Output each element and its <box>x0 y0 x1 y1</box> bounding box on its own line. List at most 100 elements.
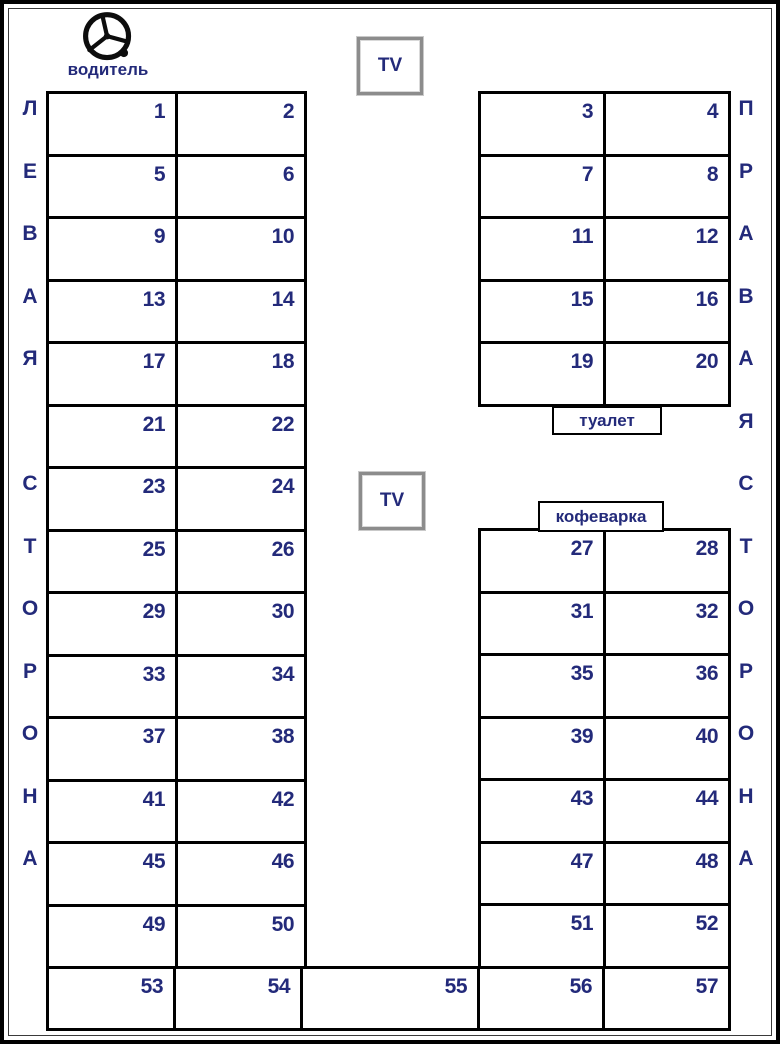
seat-number: 11 <box>571 225 594 248</box>
seat-38[interactable]: 38 <box>178 719 304 779</box>
seat-25[interactable]: 25 <box>49 531 175 591</box>
seat-number: 2 <box>282 100 295 123</box>
seat-number: 32 <box>695 599 719 623</box>
seat-45[interactable]: 45 <box>49 844 175 904</box>
side-letter: О <box>21 722 39 745</box>
seat-number: 57 <box>695 974 719 998</box>
seat-43[interactable]: 43 <box>481 781 603 841</box>
seat-13[interactable]: 13 <box>49 281 175 341</box>
seat-21[interactable]: 21 <box>49 406 175 466</box>
seat-number: 55 <box>444 974 468 998</box>
side-letter: Л <box>22 97 38 120</box>
seat-57[interactable]: 57 <box>605 968 728 1028</box>
side-letter: П <box>738 97 754 120</box>
seat-54[interactable]: 54 <box>176 968 300 1028</box>
side-letter: А <box>22 847 38 870</box>
seat-grid-back: 53 54 55 56 57 <box>46 965 731 1031</box>
seat-number: 51 <box>570 912 594 935</box>
seat-9[interactable]: 9 <box>49 219 175 279</box>
seat-7[interactable]: 7 <box>481 156 603 216</box>
seat-number: 34 <box>271 662 295 686</box>
seat-30[interactable]: 30 <box>178 594 304 654</box>
seat-36[interactable]: 36 <box>606 656 728 716</box>
seat-41[interactable]: 41 <box>49 781 175 841</box>
seat-28[interactable]: 28 <box>606 531 728 591</box>
seat-27[interactable]: 27 <box>481 531 603 591</box>
seat-number: 54 <box>267 974 291 998</box>
seat-number: 48 <box>695 849 719 873</box>
seat-48[interactable]: 48 <box>606 843 728 903</box>
seat-14[interactable]: 14 <box>178 281 304 341</box>
seat-46[interactable]: 46 <box>178 844 304 904</box>
seat-number: 25 <box>142 537 166 561</box>
side-letter: Т <box>23 534 37 558</box>
seat-32[interactable]: 32 <box>606 593 728 653</box>
seat-19[interactable]: 19 <box>481 344 603 404</box>
seat-number: 30 <box>271 600 295 623</box>
seat-44[interactable]: 44 <box>606 781 728 841</box>
seat-20[interactable]: 20 <box>606 344 728 404</box>
seat-18[interactable]: 18 <box>178 344 304 404</box>
seat-5[interactable]: 5 <box>49 156 175 216</box>
seat-49[interactable]: 49 <box>49 906 175 966</box>
seat-number: 9 <box>153 225 166 248</box>
seat-22[interactable]: 22 <box>178 406 304 466</box>
seat-4[interactable]: 4 <box>606 94 728 154</box>
seat-40[interactable]: 40 <box>606 718 728 778</box>
seat-6[interactable]: 6 <box>178 156 304 216</box>
seat-24[interactable]: 24 <box>178 469 304 529</box>
seat-number: 7 <box>581 162 594 186</box>
tv-middle: TV <box>359 472 425 530</box>
seat-53[interactable]: 53 <box>49 968 173 1028</box>
seat-23[interactable]: 23 <box>49 469 175 529</box>
seat-number: 50 <box>271 912 295 936</box>
seat-47[interactable]: 47 <box>481 843 603 903</box>
seat-11[interactable]: 11 <box>481 219 603 279</box>
toilet-text: туалет <box>579 410 635 430</box>
side-letter: В <box>22 222 38 245</box>
seat-12[interactable]: 12 <box>606 219 728 279</box>
seat-33[interactable]: 33 <box>49 656 175 716</box>
seat-56[interactable]: 56 <box>480 968 602 1028</box>
seat-number: 28 <box>695 537 719 560</box>
seat-number: 27 <box>570 537 594 560</box>
seat-35[interactable]: 35 <box>481 656 603 716</box>
seat-52[interactable]: 52 <box>606 906 728 966</box>
seat-10[interactable]: 10 <box>178 219 304 279</box>
seat-number: 19 <box>570 350 594 373</box>
seat-number: 21 <box>142 412 166 436</box>
seat-50[interactable]: 50 <box>178 906 304 966</box>
side-letter: Р <box>22 659 37 683</box>
seat-17[interactable]: 17 <box>49 344 175 404</box>
coffee-maker-label: кофеварка <box>538 501 664 532</box>
seat-3[interactable]: 3 <box>481 94 603 154</box>
seat-number: 53 <box>140 974 164 998</box>
tv-front: TV <box>357 37 423 95</box>
side-letter: С <box>22 472 38 495</box>
seat-37[interactable]: 37 <box>49 719 175 779</box>
seat-26[interactable]: 26 <box>178 531 304 591</box>
seat-42[interactable]: 42 <box>178 781 304 841</box>
seat-number: 39 <box>570 724 594 748</box>
side-letter: Н <box>738 784 754 808</box>
seat-16[interactable]: 16 <box>606 281 728 341</box>
seat-15[interactable]: 15 <box>481 281 603 341</box>
seat-1[interactable]: 1 <box>49 94 175 154</box>
seat-39[interactable]: 39 <box>481 718 603 778</box>
side-letter: Я <box>22 347 38 370</box>
seat-2[interactable]: 2 <box>178 94 304 154</box>
seat-31[interactable]: 31 <box>481 593 603 653</box>
seat-8[interactable]: 8 <box>606 156 728 216</box>
seat-55[interactable]: 55 <box>303 968 477 1028</box>
seat-34[interactable]: 34 <box>178 656 304 716</box>
seat-number: 10 <box>271 225 295 248</box>
side-letter: Р <box>738 159 753 183</box>
seat-51[interactable]: 51 <box>481 906 603 966</box>
seat-number: 1 <box>153 100 166 123</box>
seat-29[interactable]: 29 <box>49 594 175 654</box>
side-letter: О <box>737 722 755 745</box>
